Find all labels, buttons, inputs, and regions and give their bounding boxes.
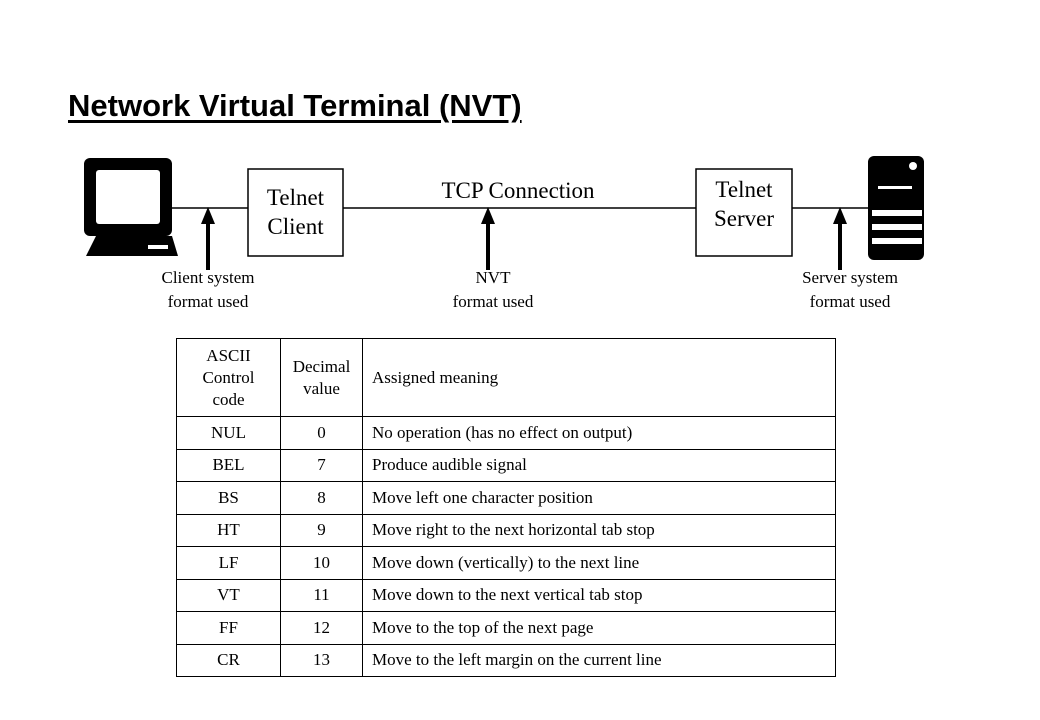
table-header-row: ASCII Control code Decimal value Assigne… — [176, 338, 836, 417]
nvt-format-caption: NVT format used — [418, 266, 568, 314]
code-cell: NUL — [176, 416, 281, 450]
value-cell: 7 — [280, 448, 363, 482]
nvt-format-line1: NVT — [475, 268, 511, 287]
code-cell: FF — [176, 611, 281, 645]
telnet-client-label: Telnet Client — [248, 183, 343, 241]
code-cell: VT — [176, 578, 281, 612]
code-cell: BS — [176, 481, 281, 515]
header-ascii-code: ASCII Control code — [176, 338, 281, 417]
server-format-arrow — [833, 207, 847, 270]
table-row: BEL 7 Produce audible signal — [176, 448, 836, 482]
header-code-line2: Control — [202, 367, 255, 387]
header-code-line3: code — [212, 389, 245, 409]
header-assigned-meaning: Assigned meaning — [362, 338, 836, 417]
table-row: BS 8 Move left one character position — [176, 481, 836, 515]
table-row: LF 10 Move down (vertically) to the next… — [176, 546, 836, 580]
telnet-server-text: Telnet Server — [713, 177, 775, 231]
nvt-format-arrow — [481, 207, 495, 270]
code-cell: CR — [176, 643, 281, 677]
code-cell: HT — [176, 513, 281, 547]
table-row: CR 13 Move to the left margin on the cur… — [176, 643, 836, 677]
meaning-cell: Move to the left margin on the current l… — [362, 643, 836, 677]
table-row: FF 12 Move to the top of the next page — [176, 611, 836, 645]
meaning-cell: Produce audible signal — [362, 448, 836, 482]
page-title: Network Virtual Terminal (NVT) — [68, 88, 522, 123]
client-format-caption: Client system format used — [128, 266, 288, 314]
server-format-line2: format used — [809, 292, 891, 311]
server-format-caption: Server system format used — [768, 266, 932, 314]
telnet-client-text: Telnet Client — [266, 185, 325, 239]
value-cell: 12 — [280, 611, 363, 645]
server-tower-icon — [868, 156, 924, 260]
meaning-cell: Move left one character position — [362, 481, 836, 515]
value-cell: 9 — [280, 513, 363, 547]
meaning-cell: Move down (vertically) to the next line — [362, 546, 836, 580]
tcp-connection-label: TCP Connection — [441, 178, 595, 203]
telnet-client-box — [247, 168, 344, 257]
meaning-cell: No operation (has no effect on output) — [362, 416, 836, 450]
nvt-format-line2: format used — [452, 292, 534, 311]
telnet-server-box — [695, 168, 793, 257]
code-cell: BEL — [176, 448, 281, 482]
value-cell: 8 — [280, 481, 363, 515]
meaning-cell: Move down to the next vertical tab stop — [362, 578, 836, 612]
client-format-line2: format used — [167, 292, 249, 311]
client-format-line1: Client system — [161, 268, 255, 287]
value-cell: 11 — [280, 578, 363, 612]
code-cell: LF — [176, 546, 281, 580]
table-row: NUL 0 No operation (has no effect on out… — [176, 416, 836, 450]
server-format-line1: Server system — [802, 268, 898, 287]
header-code-line1: ASCII — [206, 345, 251, 365]
meaning-cell: Move to the top of the next page — [362, 611, 836, 645]
telnet-server-label: Telnet Server — [696, 175, 792, 233]
value-cell: 13 — [280, 643, 363, 677]
table-row: HT 9 Move right to the next horizontal t… — [176, 513, 836, 547]
client-format-arrow — [201, 207, 215, 270]
control-codes-table: ASCII Control code Decimal value Assigne… — [176, 338, 836, 677]
value-cell: 0 — [280, 416, 363, 450]
value-cell: 10 — [280, 546, 363, 580]
computer-terminal-icon — [84, 158, 178, 256]
table-row: VT 11 Move down to the next vertical tab… — [176, 578, 836, 612]
header-value-line1: Decimal — [292, 356, 351, 376]
header-decimal-value: Decimal value — [280, 338, 363, 417]
meaning-cell: Move right to the next horizontal tab st… — [362, 513, 836, 547]
header-value-line2: value — [303, 378, 340, 398]
